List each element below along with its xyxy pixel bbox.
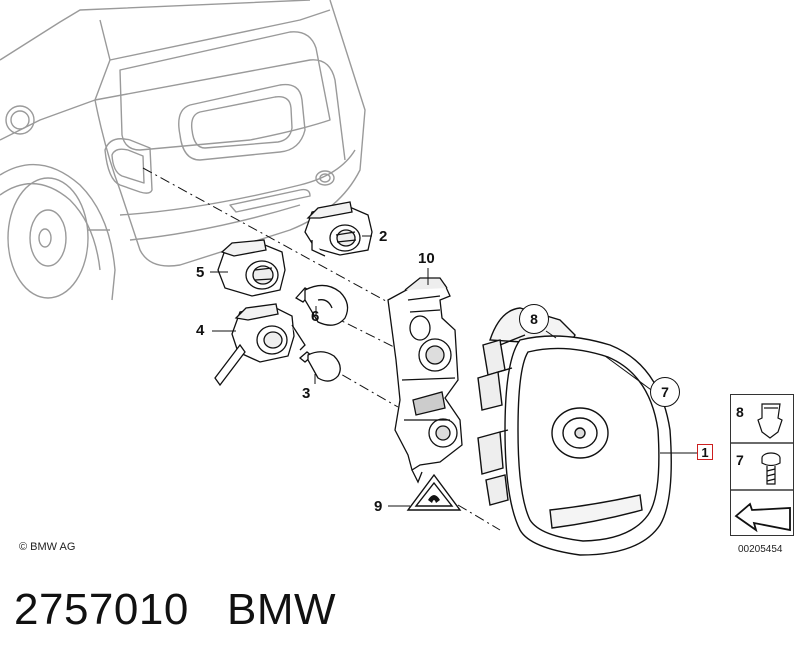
callout-10: 10 <box>418 250 435 267</box>
bulb-carrier-10 <box>387 277 463 484</box>
bulb-3 <box>298 351 341 382</box>
callout-2: 2 <box>379 228 388 245</box>
callout-4: 4 <box>196 322 205 339</box>
bulb-socket-2 <box>304 201 373 257</box>
part-info-line: 2757010 BMW <box>14 585 336 635</box>
callout-6: 6 <box>311 308 320 325</box>
copyright-text: © BMW AG <box>19 541 76 553</box>
car-rear-illustration <box>0 0 366 301</box>
legend-graphics <box>730 403 794 533</box>
callout-3: 3 <box>302 385 311 402</box>
callout-9: 9 <box>374 498 383 515</box>
callout-leaders <box>210 235 697 507</box>
brand-name: BMW <box>226 585 337 634</box>
rear-light-1 <box>477 307 672 556</box>
diagram-number: 00205454 <box>738 544 783 555</box>
legend-number-7: 7 <box>736 452 744 468</box>
callout-8: 8 <box>519 304 549 334</box>
callout-1-highlighted: 1 <box>697 444 713 460</box>
bulb-socket-5 <box>217 239 286 297</box>
warning-label-9 <box>406 473 462 511</box>
legend-number-8: 8 <box>736 404 744 420</box>
callout-7: 7 <box>650 377 680 407</box>
callout-5: 5 <box>196 264 205 281</box>
fastener-legend <box>730 394 794 536</box>
bulb-6 <box>294 284 349 326</box>
bulb-socket-4 <box>214 303 306 387</box>
part-number: 2757010 <box>14 585 189 634</box>
